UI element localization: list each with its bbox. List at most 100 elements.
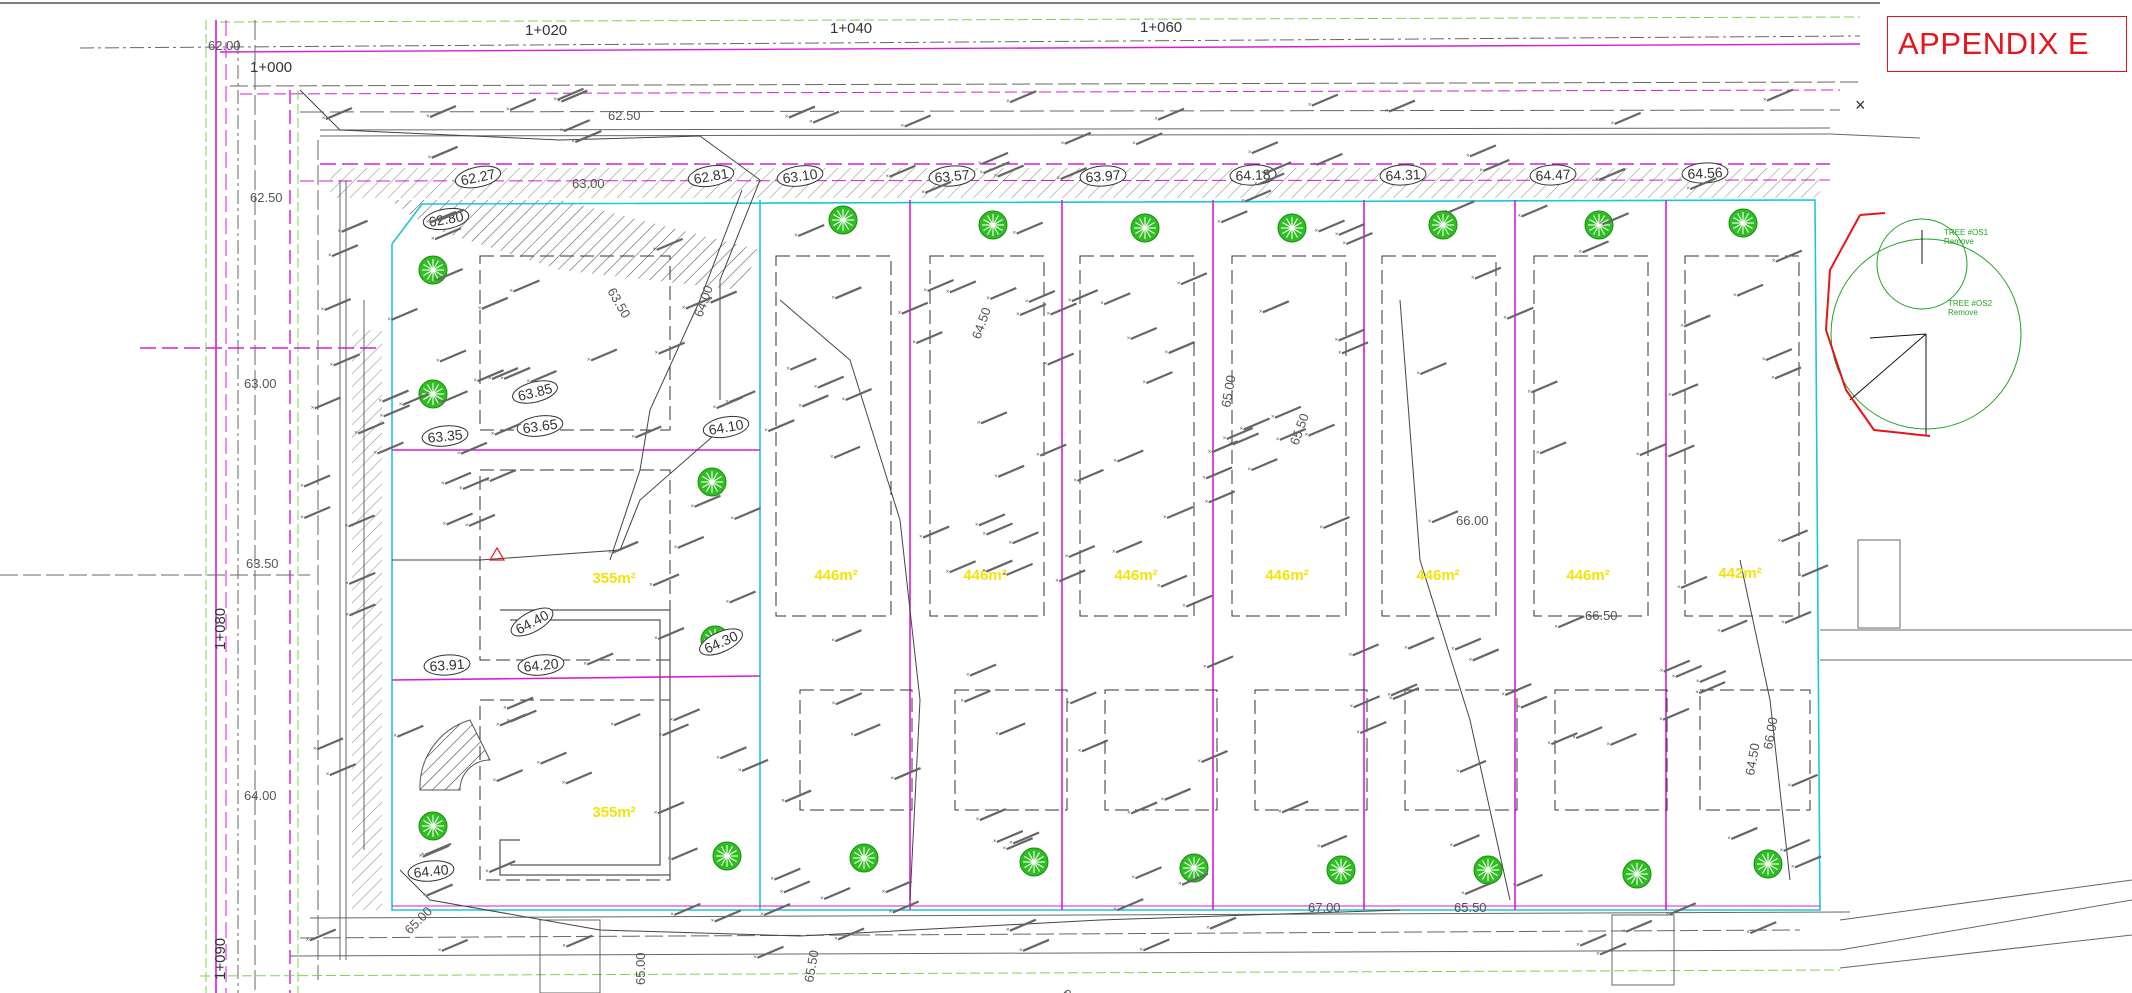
survey-point-icon: ×	[834, 937, 838, 943]
survey-point-icon: ×	[674, 545, 678, 551]
tree-symbol-icon	[1130, 213, 1160, 243]
survey-point-icon: ×	[1112, 549, 1116, 555]
survey-point-icon: ×	[978, 161, 982, 167]
survey-annotation-mark	[331, 244, 359, 258]
survey-annotation-mark	[1392, 687, 1420, 701]
survey-annotation-mark	[1667, 444, 1695, 458]
survey-point-icon: ×	[1139, 947, 1143, 953]
survey-annotation-mark	[1447, 200, 1475, 214]
survey-point-icon: ×	[557, 99, 561, 105]
survey-point-icon: ×	[1349, 652, 1353, 658]
survey-point-icon: ×	[485, 869, 489, 875]
contour-label: 67.00	[1308, 900, 1341, 915]
survey-point-icon: ×	[1595, 177, 1599, 183]
survey-annotation-mark	[1639, 443, 1667, 457]
tree-note-1-action: Remove	[1944, 237, 1974, 246]
survey-point-icon: ×	[1503, 316, 1507, 322]
survey-point-icon: ×	[1335, 338, 1339, 344]
survey-point-icon: ×	[1342, 241, 1346, 247]
survey-annotation-mark	[996, 829, 1024, 843]
survey-point-icon: ×	[946, 569, 950, 575]
survey-point-icon: ×	[716, 755, 720, 761]
survey-point-icon: ×	[1554, 624, 1558, 630]
spot-elevation-ring: 63.65	[516, 415, 564, 437]
survey-point-icon: ×	[583, 662, 587, 668]
survey-point-icon: ×	[1733, 293, 1737, 299]
survey-point-icon: ×	[1771, 375, 1775, 381]
survey-annotation-mark	[634, 425, 662, 439]
survey-point-icon: ×	[1003, 572, 1007, 578]
survey-annotation-mark	[1232, 432, 1259, 446]
survey-annotation-mark	[1683, 314, 1711, 328]
survey-annotation-mark	[489, 469, 517, 483]
survey-point-icon: ×	[1113, 459, 1117, 465]
survey-annotation-mark	[1474, 266, 1502, 280]
survey-annotation-mark	[509, 97, 537, 111]
survey-annotation-mark	[1251, 458, 1278, 472]
lot-area-label: 446m²	[1566, 567, 1609, 584]
survey-point-icon: ×	[500, 376, 504, 382]
survey-annotation-mark	[444, 471, 472, 485]
survey-annotation-mark	[1071, 289, 1099, 303]
survey-point-icon: ×	[1461, 891, 1465, 897]
survey-point-icon: ×	[328, 253, 332, 259]
survey-point-icon: ×	[1066, 700, 1070, 706]
survey-annotation-mark	[376, 441, 404, 455]
survey-annotation-mark	[1575, 726, 1603, 740]
survey-point-icon: ×	[1781, 620, 1785, 626]
survey-point-icon: ×	[1217, 219, 1221, 225]
chainage-1+060: 1+060	[1140, 19, 1182, 36]
survey-point-icon: ×	[1208, 449, 1212, 455]
spot-elevation-ring: 62.81	[687, 164, 735, 188]
spot-elevation-ring: 63.10	[776, 165, 824, 187]
spot-elevation-label: 64.56	[1687, 164, 1723, 182]
survey-point-icon: ×	[537, 761, 541, 767]
survey-point-icon: ×	[1385, 109, 1389, 115]
survey-point-icon: ×	[1664, 453, 1668, 459]
survey-annotation-mark	[590, 348, 618, 362]
survey-annotation-mark	[927, 278, 954, 292]
survey-point-icon: ×	[885, 174, 889, 180]
survey-point-icon: ×	[1778, 538, 1782, 544]
survey-point-icon: ×	[994, 474, 998, 480]
chainage-1+000: 1+000	[250, 59, 292, 76]
survey-annotation-mark	[1791, 773, 1819, 787]
survey-point-icon: ×	[1791, 864, 1795, 870]
survey-annotation-mark	[436, 268, 464, 282]
spot-elevation-label: 64.20	[523, 655, 560, 675]
survey-point-icon: ×	[1308, 103, 1312, 109]
survey-annotation-mark	[729, 590, 757, 604]
survey-point-icon: ×	[993, 839, 997, 845]
survey-point-icon: ×	[1572, 735, 1576, 741]
spot-elevation-label: 63.91	[429, 656, 465, 674]
survey-annotation-mark	[889, 164, 916, 178]
survey-point-icon: ×	[1780, 848, 1784, 854]
survey-point-icon: ×	[882, 889, 886, 895]
survey-annotation-mark	[986, 522, 1013, 536]
survey-annotation-mark	[1318, 219, 1346, 233]
survey-annotation-mark	[1130, 326, 1158, 340]
survey-annotation-mark	[1116, 449, 1144, 463]
survey-annotation-mark	[1060, 167, 1088, 181]
survey-point-icon: ×	[1068, 298, 1072, 304]
survey-point-icon: ×	[1205, 499, 1209, 505]
survey-annotation-mark	[1157, 107, 1185, 121]
survey-annotation-mark	[1599, 942, 1627, 956]
survey-annotation-mark	[429, 105, 457, 119]
survey-point-icon: ×	[1009, 841, 1013, 847]
survey-point-icon: ×	[1672, 674, 1676, 680]
survey-point-icon: ×	[975, 522, 979, 528]
tree-symbol-icon	[418, 811, 448, 841]
survey-point-icon: ×	[966, 673, 970, 679]
survey-point-icon: ×	[1727, 836, 1731, 842]
road-linework-bottom	[199, 539, 2132, 993]
survey-annotation-mark	[503, 366, 531, 380]
survey-annotation-mark	[1116, 898, 1144, 912]
survey-annotation-mark	[446, 512, 474, 526]
survey-point-icon: ×	[465, 523, 469, 529]
survey-point-icon: ×	[560, 128, 564, 134]
survey-annotation-mark	[348, 571, 376, 585]
survey-annotation-mark	[1220, 210, 1248, 224]
tree-symbol-icon	[978, 210, 1008, 240]
chainage-1+080: 1+080	[212, 608, 229, 650]
